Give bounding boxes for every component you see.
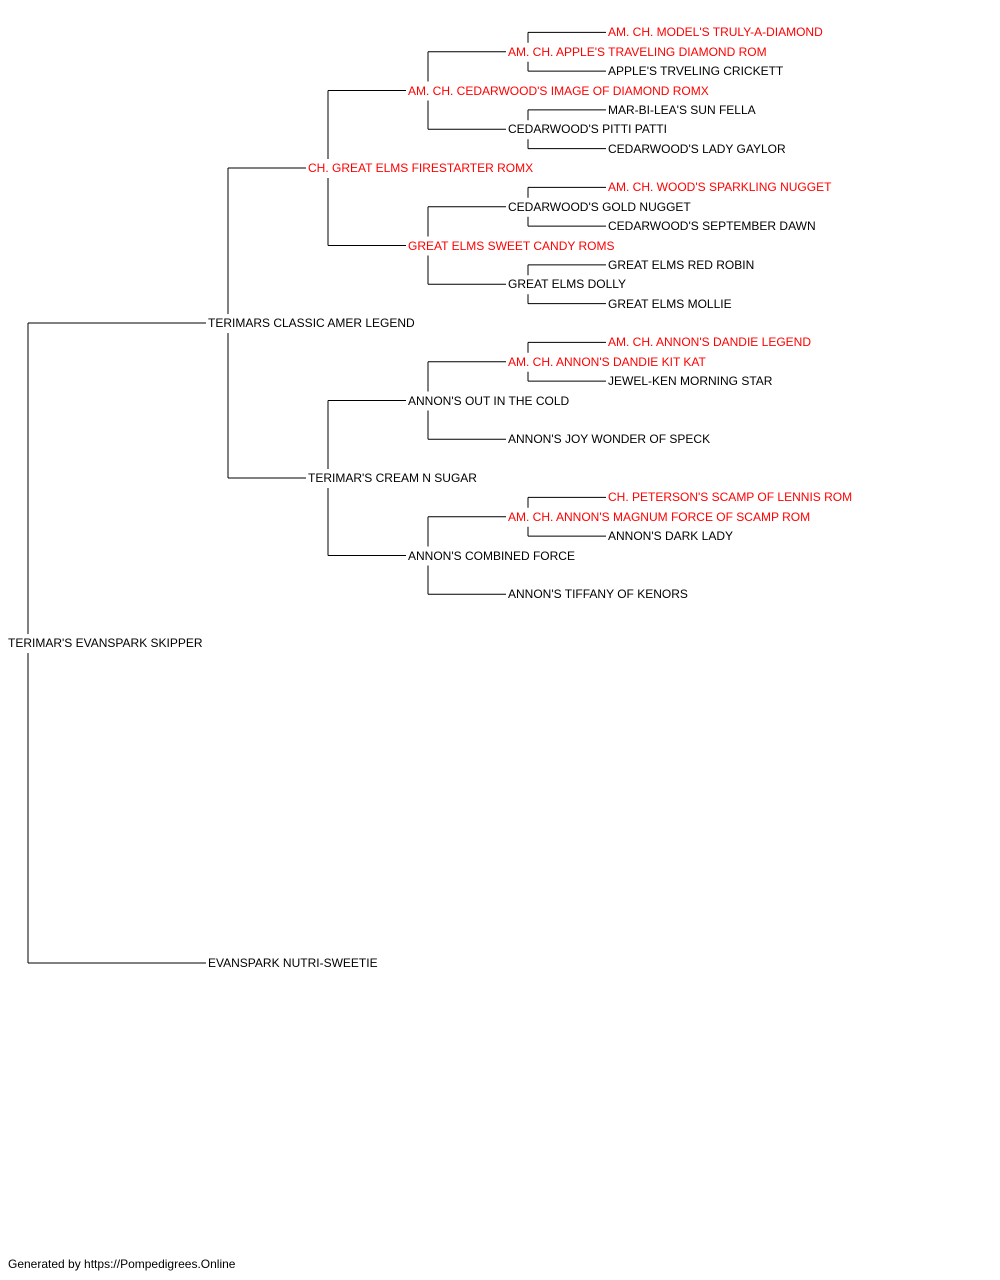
pedigree-node-gen4: AM. CH. APPLE'S TRAVELING DIAMOND ROM <box>508 44 767 59</box>
pedigree-node-gen3: AM. CH. CEDARWOOD'S IMAGE OF DIAMOND ROM… <box>408 83 709 98</box>
pedigree-node-gen5: AM. CH. ANNON'S DANDIE LEGEND <box>608 335 811 350</box>
pedigree-node-gen5: CEDARWOOD'S LADY GAYLOR <box>608 141 786 156</box>
pedigree-node-gen5: ANNON'S DARK LADY <box>608 529 733 544</box>
pedigree-node-gen5: GREAT ELMS MOLLIE <box>608 296 732 311</box>
pedigree-node-gen1: TERIMARS CLASSIC AMER LEGEND <box>208 316 415 330</box>
pedigree-node-gen4: ANNON'S JOY WONDER OF SPECK <box>508 432 711 447</box>
pedigree-node-gen1: EVANSPARK NUTRI-SWEETIE <box>208 956 378 970</box>
pedigree-node-gen5: MAR-BI-LEA'S SUN FELLA <box>608 102 756 117</box>
pedigree-node-gen2: TERIMAR'S CREAM N SUGAR <box>308 471 477 485</box>
pedigree-node-gen5: APPLE'S TRVELING CRICKETT <box>608 64 784 79</box>
pedigree-node-gen3: ANNON'S COMBINED FORCE <box>408 548 575 563</box>
pedigree-node-gen4: CEDARWOOD'S PITTI PATTI <box>508 122 667 137</box>
pedigree-node-gen5: JEWEL-KEN MORNING STAR <box>608 374 773 389</box>
pedigree-node-gen3: ANNON'S OUT IN THE COLD <box>408 393 570 408</box>
pedigree-node-gen2: CH. GREAT ELMS FIRESTARTER ROMX <box>308 161 534 175</box>
pedigree-node-gen3: GREAT ELMS SWEET CANDY ROMS <box>408 238 615 253</box>
pedigree-node-gen5: GREAT ELMS RED ROBIN <box>608 257 755 272</box>
pedigree-node-gen5: CH. PETERSON'S SCAMP OF LENNIS ROM <box>608 490 853 505</box>
pedigree-node-gen4: AM. CH. ANNON'S DANDIE KIT KAT <box>508 354 706 369</box>
pedigree-node-gen4: AM. CH. ANNON'S MAGNUM FORCE OF SCAMP RO… <box>508 509 811 524</box>
pedigree-node-gen5: AM. CH. WOOD'S SPARKLING NUGGET <box>608 180 832 195</box>
pedigree-node-gen0: TERIMAR'S EVANSPARK SKIPPER <box>8 636 203 650</box>
pedigree-node-gen5: CEDARWOOD'S SEPTEMBER DAWN <box>608 219 816 234</box>
pedigree-node-gen5: AM. CH. MODEL'S TRULY-A-DIAMOND <box>608 25 823 40</box>
pedigree-node-gen4: GREAT ELMS DOLLY <box>508 277 627 292</box>
pedigree-node-gen4: ANNON'S TIFFANY OF KENORS <box>508 587 688 602</box>
footer-credit: Generated by https://Pompedigrees.Online <box>8 1257 236 1271</box>
pedigree-node-gen4: CEDARWOOD'S GOLD NUGGET <box>508 199 691 214</box>
